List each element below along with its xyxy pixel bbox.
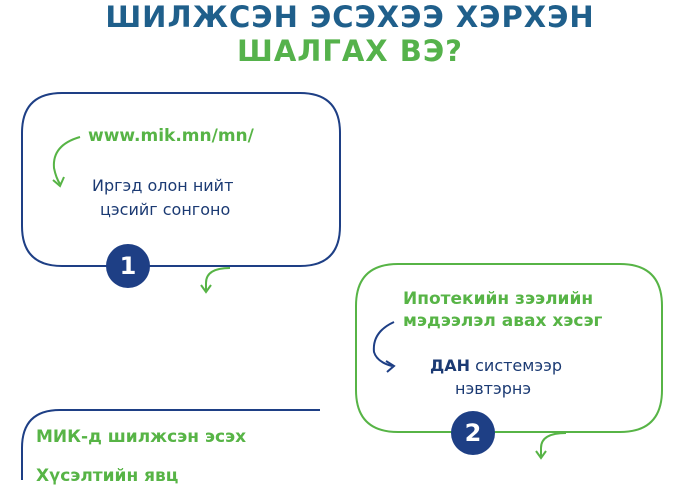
step-2-text-rest: системээр xyxy=(470,356,563,375)
card-2-curl-arrow xyxy=(372,321,395,367)
step-1-badge: 1 xyxy=(106,244,150,288)
card-2-hook-arrow xyxy=(540,432,567,456)
page-title-line-2: ШАЛГАХ ВЭ? xyxy=(237,34,463,68)
step-2-badge: 2 xyxy=(451,411,495,455)
step-1-text-line-1: Иргэд олон нийт xyxy=(92,176,234,195)
page-title-line-1: ШИЛЖСЭН ЭСЭХЭЭ ХЭРХЭН xyxy=(105,0,595,34)
step-1-link: www.mik.mn/mn/ xyxy=(88,126,254,146)
step-2-text-line-1: ДАН системээр xyxy=(430,356,562,375)
card-1-curl-arrow xyxy=(52,136,81,185)
step-3-heading: МИК-д шилжсэн эсэх xyxy=(36,427,247,447)
card-1-border xyxy=(21,92,341,267)
step-1-text-line-2: цэсийг сонгоно xyxy=(100,200,231,219)
step-2-text-line-2: нэвтэрнэ xyxy=(455,379,532,398)
card-3-border xyxy=(21,409,320,480)
card-2-border xyxy=(355,263,663,433)
card-1-hook-arrow xyxy=(205,267,231,290)
step-3-text-partial: Хүсэлтийн явц xyxy=(36,466,179,486)
step-2-heading-line-1: Ипотекийн зээлийн xyxy=(403,289,594,309)
step-2-text-bold: ДАН xyxy=(430,356,471,375)
step-2-heading-line-2: мэдээлэл авах хэсэг xyxy=(403,311,603,331)
